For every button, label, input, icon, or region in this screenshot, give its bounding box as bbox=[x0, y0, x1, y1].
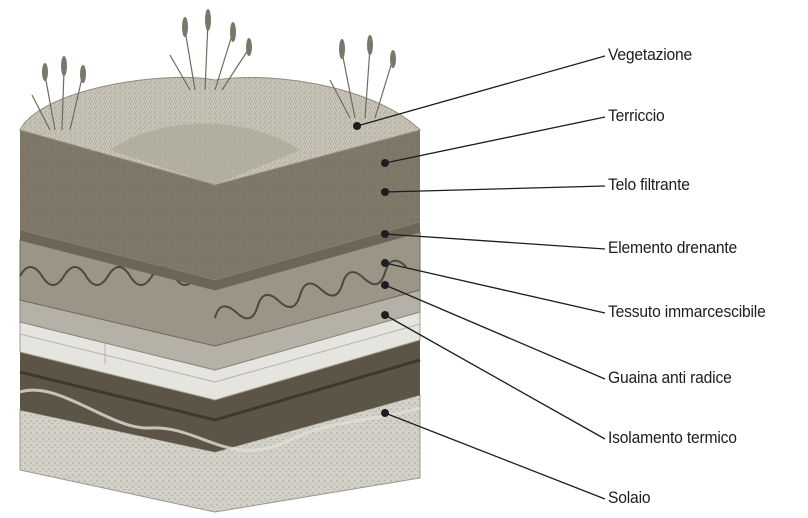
leader-dot-isolamento-termico bbox=[381, 311, 389, 319]
label-terriccio: Terriccio bbox=[608, 106, 665, 126]
label-guaina-anti-radice: Guaina anti radice bbox=[608, 368, 732, 388]
leader-dot-tessuto-immarcescibile bbox=[381, 259, 389, 267]
label-vegetazione: Vegetazione bbox=[608, 45, 692, 65]
label-telo-filtrante: Telo filtrante bbox=[608, 175, 690, 195]
leader-dot-elemento-drenante bbox=[381, 230, 389, 238]
leader-dot-telo-filtrante bbox=[381, 188, 389, 196]
leader-dot-solaio bbox=[381, 409, 389, 417]
label-elemento-drenante: Elemento drenante bbox=[608, 238, 737, 258]
leader-dot-vegetazione bbox=[353, 122, 361, 130]
label-tessuto-immarcescibile: Tessuto immarcescibile bbox=[608, 302, 766, 322]
label-solaio: Solaio bbox=[608, 488, 650, 508]
leader-dot-terriccio bbox=[381, 159, 389, 167]
leader-dot-guaina-anti-radice bbox=[381, 281, 389, 289]
label-isolamento-termico: Isolamento termico bbox=[608, 428, 737, 448]
